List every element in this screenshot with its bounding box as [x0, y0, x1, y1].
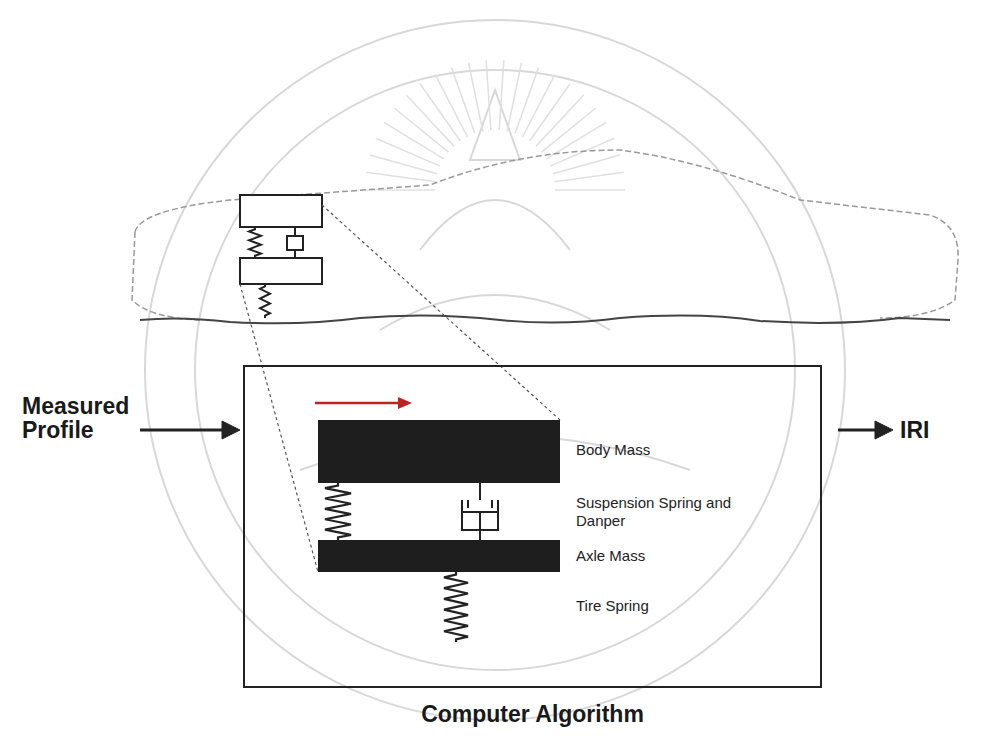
leader-line: [240, 205, 560, 572]
watermark-rays: [365, 60, 625, 190]
road-profile: [140, 315, 950, 323]
part-label: Body Mass: [576, 441, 650, 459]
part-label: Suspension Spring and Danper: [576, 494, 766, 530]
damper: [462, 483, 498, 540]
quarter-car-model: [318, 420, 560, 642]
car-outline: [132, 150, 958, 320]
algorithm-box: Computer Algorithm: [243, 365, 822, 688]
tire-spring: [444, 572, 468, 642]
part-label: Axle Mass: [576, 547, 645, 565]
flow-arrow: [140, 421, 893, 439]
body-mass: [318, 420, 560, 483]
suspension-spring: [325, 483, 351, 540]
small-quarter-car: [240, 195, 322, 318]
box-heading: Computer Algorithm: [421, 702, 644, 726]
direction-arrow: [315, 397, 412, 409]
output-label: IRI: [900, 418, 929, 442]
watermark-seal: [145, 20, 845, 720]
part-label: Tire Spring: [576, 597, 649, 615]
input-label: Measured Profile: [22, 394, 142, 442]
axle-mass: [318, 540, 560, 572]
